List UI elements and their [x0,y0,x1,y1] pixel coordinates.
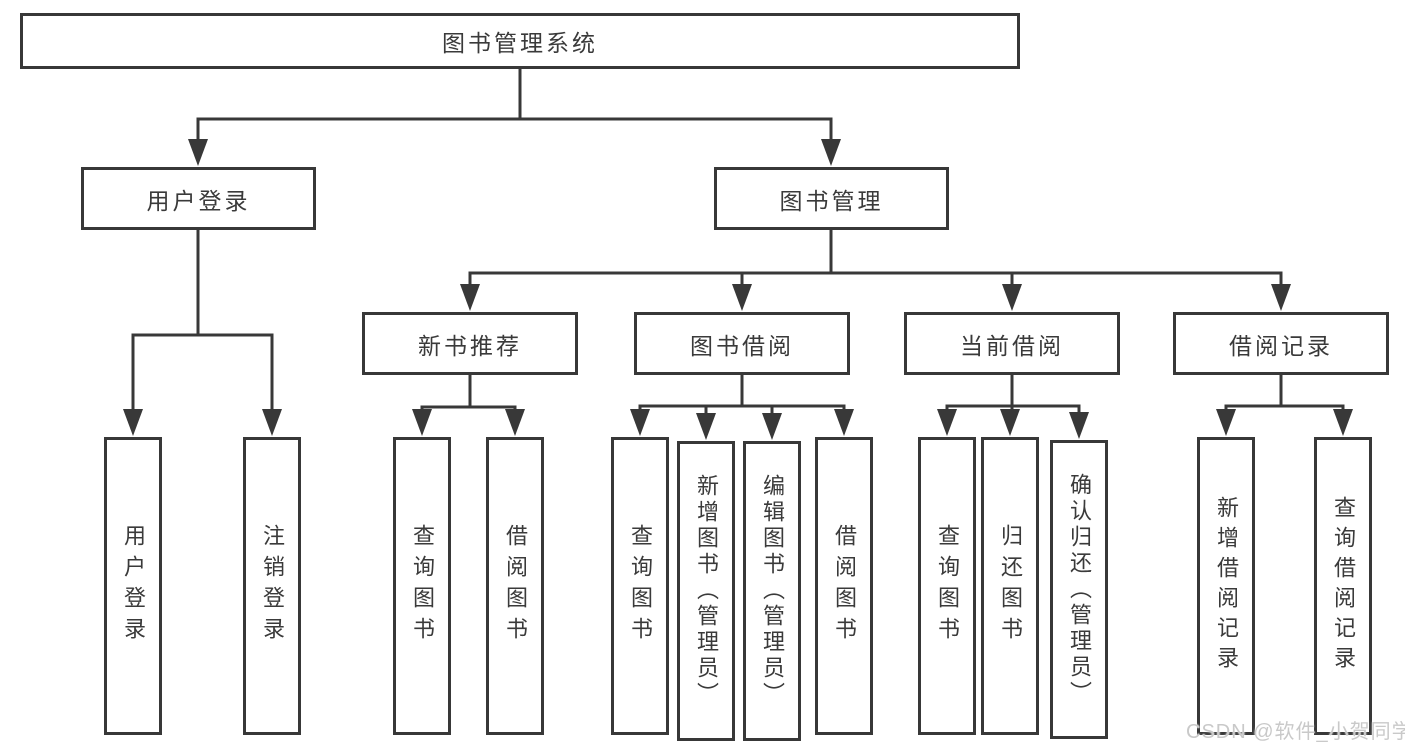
node-root: 图书管理系统 [20,13,1020,69]
leaf-query-books-recommend-label: 查询图书 [410,524,435,648]
node-new-book-recommendation: 新书推荐 [362,312,578,375]
leaf-logout: 注销登录 [243,437,301,735]
node-borrowing-records-label: 借阅记录 [1229,332,1333,359]
leaf-query-books-current: 查询图书 [918,437,976,735]
leaf-user-login: 用户登录 [104,437,162,735]
watermark: CSDN @软件_小贺同学 [1186,721,1405,743]
leaf-add-books-admin: 新增图书（管理员） [677,441,735,741]
leaf-user-login-label: 用户登录 [121,524,146,648]
node-book-borrowing: 图书借阅 [634,312,850,375]
leaf-query-books-recommend: 查询图书 [393,437,451,735]
node-root-label: 图书管理系统 [442,30,598,56]
leaf-return-books: 归还图书 [981,437,1039,735]
leaf-borrow-books-recommend-label: 借阅图书 [503,524,528,648]
leaf-confirm-return-admin-label: 确认归还（管理员） [1067,472,1092,707]
leaf-borrow-books-borrowing: 借阅图书 [815,437,873,735]
node-current-borrowing-label: 当前借阅 [960,332,1064,359]
leaf-query-books-borrowing-label: 查询图书 [628,524,653,648]
node-borrowing-records: 借阅记录 [1173,312,1389,375]
node-user-login: 用户登录 [81,167,316,230]
node-current-borrowing: 当前借阅 [904,312,1120,375]
node-book-management: 图书管理 [714,167,949,230]
leaf-query-borrow-record: 查询借阅记录 [1314,437,1372,735]
node-user-login-label: 用户登录 [146,187,251,214]
leaf-borrow-books-recommend: 借阅图书 [486,437,544,735]
leaf-query-books-current-label: 查询图书 [935,524,960,648]
leaf-return-books-label: 归还图书 [998,524,1023,648]
leaf-add-borrow-record: 新增借阅记录 [1197,437,1255,735]
node-book-borrowing-label: 图书借阅 [690,332,794,359]
node-new-book-recommendation-label: 新书推荐 [418,332,522,359]
arrowhead-icon [123,139,1353,440]
leaf-add-books-admin-label: 新增图书（管理员） [694,474,719,708]
leaf-edit-books-admin-label: 编辑图书（管理员） [760,474,785,708]
leaf-logout-label: 注销登录 [260,524,285,648]
leaf-add-borrow-record-label: 新增借阅记录 [1214,496,1239,676]
leaf-borrow-books-borrowing-label: 借阅图书 [832,524,857,648]
leaf-confirm-return-admin: 确认归还（管理员） [1050,440,1108,739]
node-book-management-label: 图书管理 [779,187,884,214]
leaf-edit-books-admin: 编辑图书（管理员） [743,441,801,741]
leaf-query-books-borrowing: 查询图书 [611,437,669,735]
leaf-query-borrow-record-label: 查询借阅记录 [1331,496,1356,676]
